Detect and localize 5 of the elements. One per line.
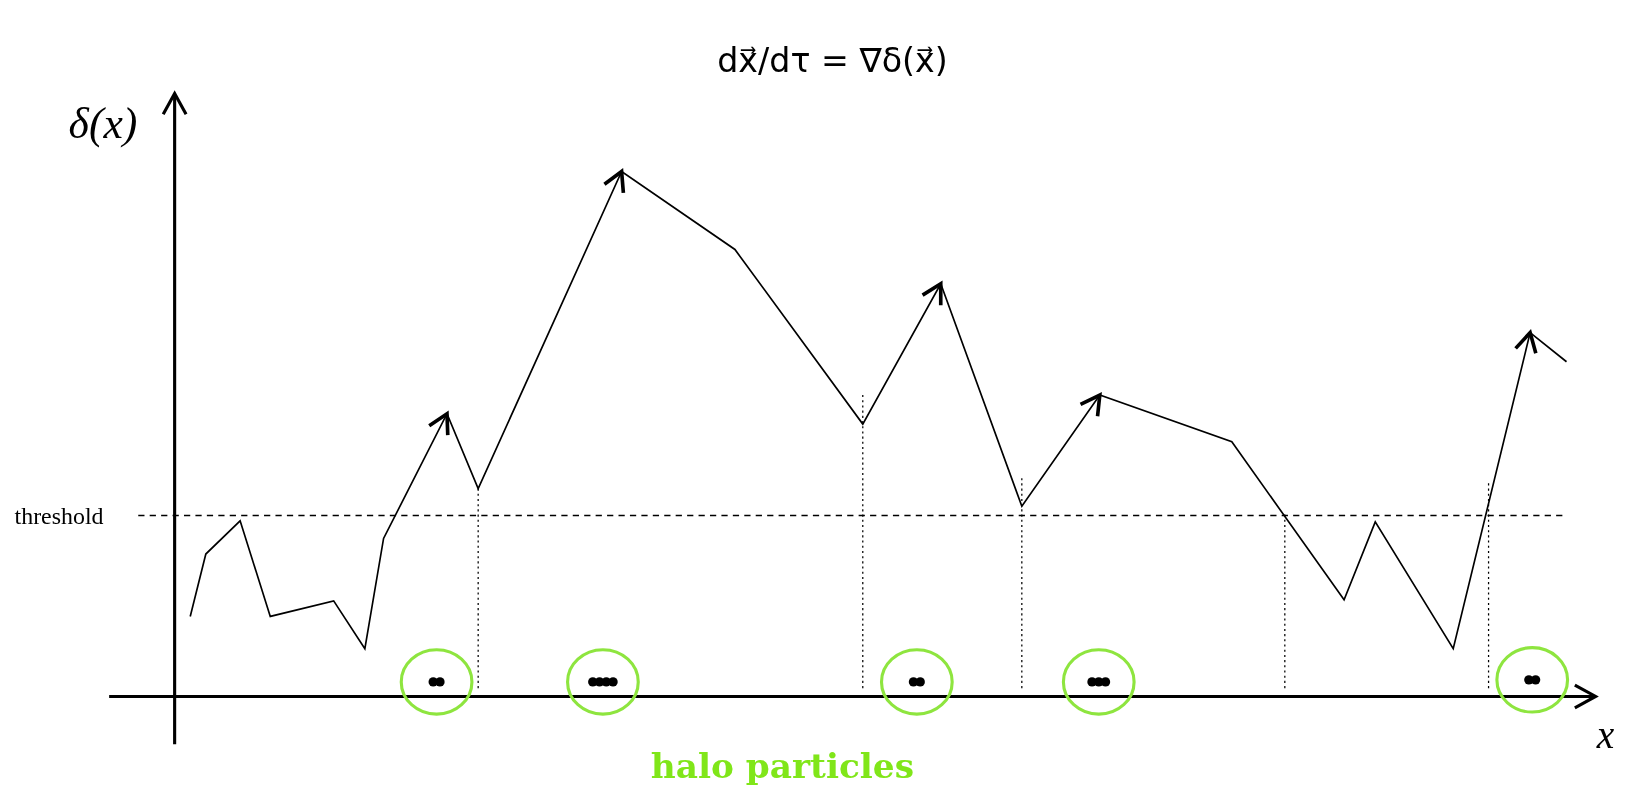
caption: halo particles	[650, 748, 914, 783]
axis-label: δ(x)	[68, 101, 138, 146]
axis-label: x	[1596, 715, 1615, 755]
threshold-label: threshold	[14, 504, 104, 529]
equation: dx⃗/dτ = ∇δ(x⃗)	[717, 43, 948, 77]
